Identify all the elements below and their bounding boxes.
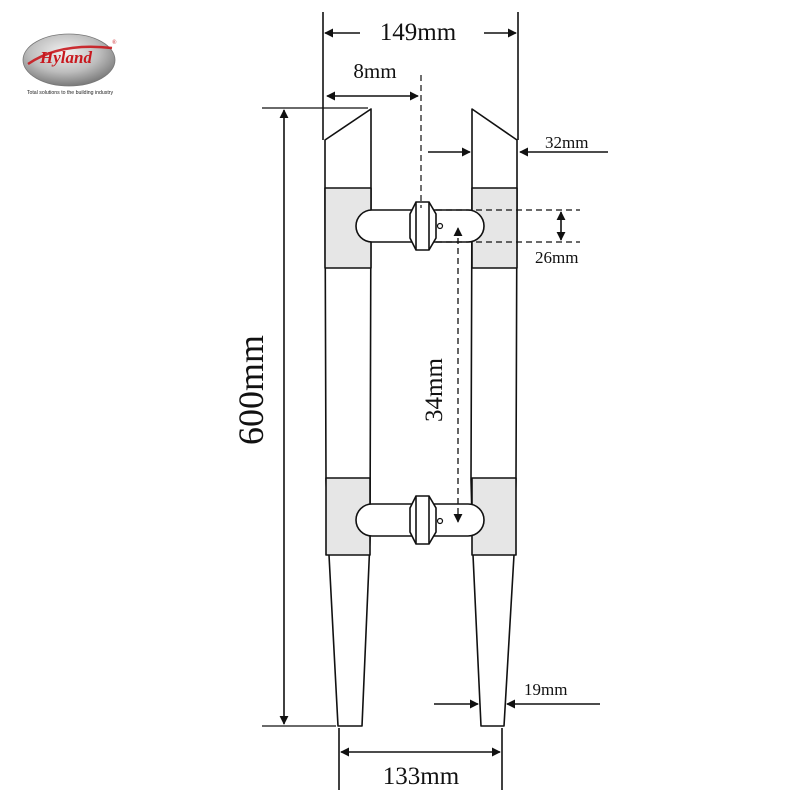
brand-registered-mark: ®: [112, 39, 117, 46]
mount-spacing-label: 34mm: [421, 358, 448, 422]
dimension-labels: 149mm 8mm 32mm 26mm 600mm 34mm 19mm 133m…: [231, 19, 588, 790]
brand-name: Hyland: [39, 48, 92, 67]
brand-tagline: Total solutions to the building industry: [27, 90, 114, 96]
bottom-width-label: 19mm: [524, 680, 567, 699]
tube-top-width-label: 32mm: [545, 133, 588, 152]
dimension-lines: [262, 12, 608, 790]
overall-width-label: 149mm: [380, 19, 457, 46]
bottom-spacing-label: 133mm: [383, 763, 460, 790]
upper-knob: [355, 201, 485, 251]
handle-body: [324, 108, 518, 727]
offset-label: 8mm: [353, 59, 396, 83]
brand-logo: Hyland ® Total solutions to the building…: [22, 33, 117, 96]
lower-knob: [355, 495, 485, 545]
knob-diameter-label: 26mm: [535, 248, 578, 267]
overall-height-label: 600mm: [231, 335, 271, 445]
